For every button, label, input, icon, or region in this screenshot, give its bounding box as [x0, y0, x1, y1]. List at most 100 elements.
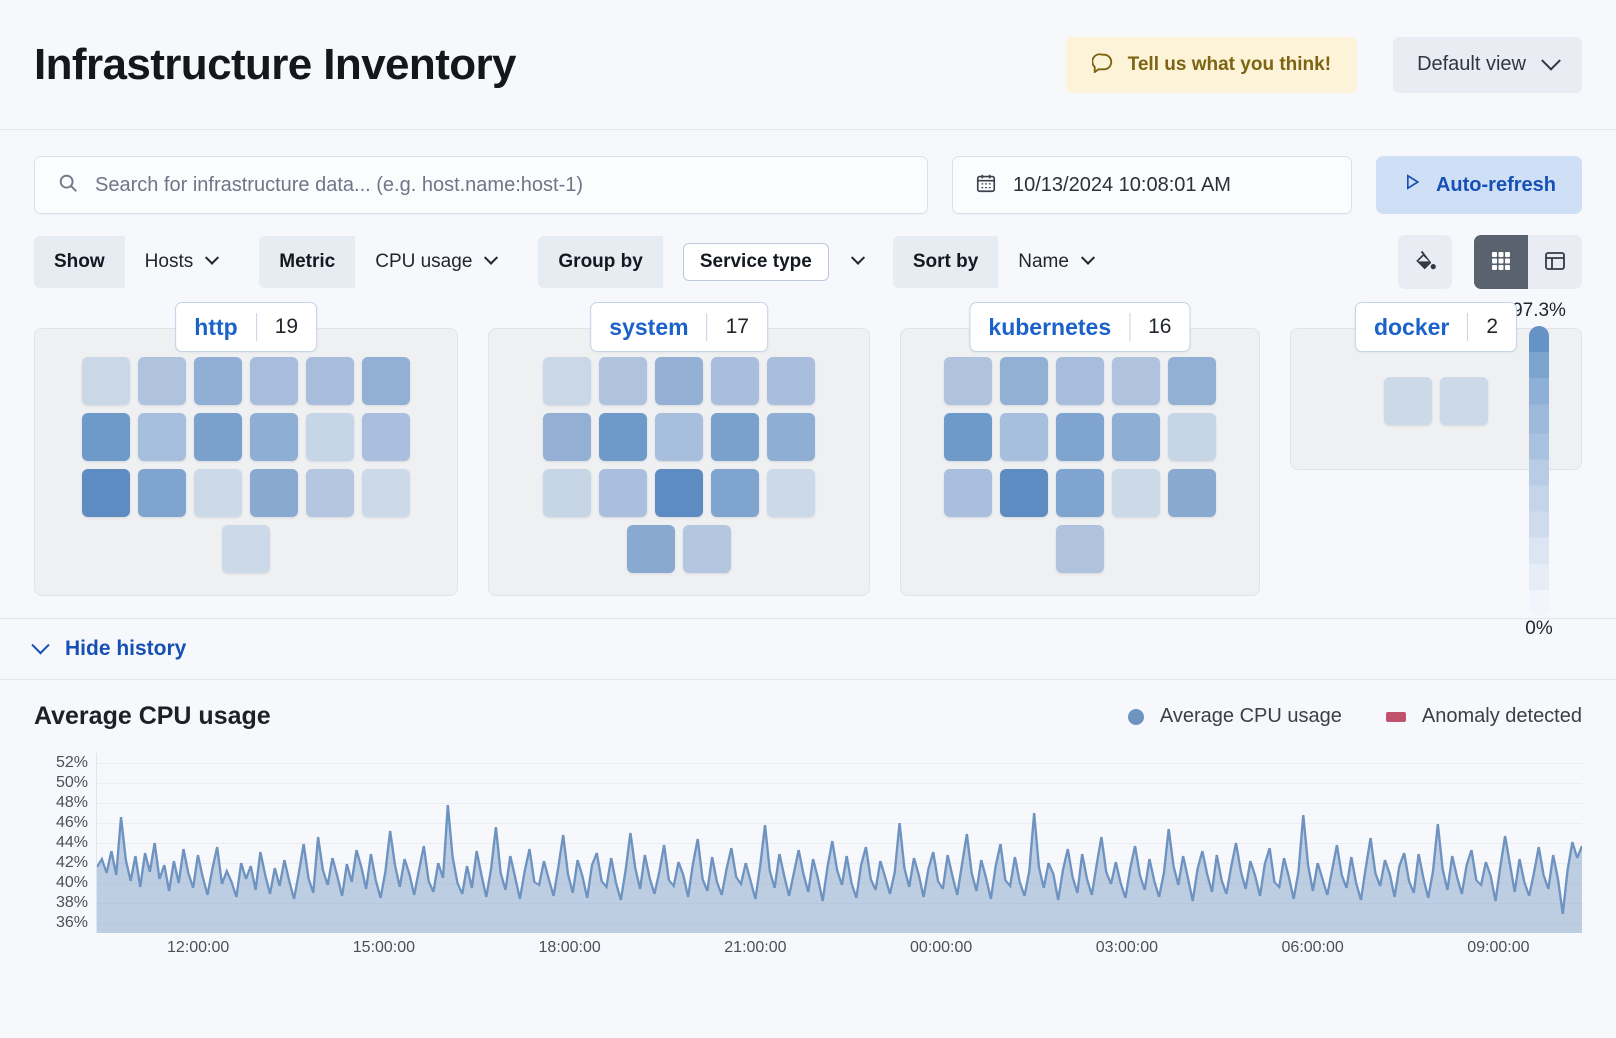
- host-tile[interactable]: [306, 469, 355, 517]
- grid-line: [97, 863, 1582, 864]
- history-chart-section: Average CPU usage Average CPU usage Anom…: [0, 680, 1616, 969]
- host-tile[interactable]: [767, 413, 816, 461]
- group-badge[interactable]: http 19: [175, 302, 318, 352]
- host-tile[interactable]: [711, 413, 760, 461]
- group-badge[interactable]: system 17: [590, 302, 768, 352]
- host-tile[interactable]: [250, 413, 299, 461]
- host-tile[interactable]: [138, 357, 187, 405]
- host-tile[interactable]: [306, 357, 355, 405]
- grid-line: [97, 783, 1582, 784]
- group-tiles: [1317, 377, 1555, 425]
- chart-area-series: [97, 804, 1582, 933]
- host-tile[interactable]: [362, 357, 411, 405]
- host-tile[interactable]: [82, 357, 131, 405]
- host-tile[interactable]: [599, 469, 648, 517]
- grid-view-button[interactable]: [1474, 235, 1528, 289]
- host-tile[interactable]: [1055, 357, 1104, 405]
- host-tile[interactable]: [767, 357, 816, 405]
- host-tile[interactable]: [543, 413, 592, 461]
- host-tile[interactable]: [1167, 469, 1216, 517]
- group-badge[interactable]: kubernetes 16: [969, 302, 1191, 352]
- host-tile[interactable]: [1111, 469, 1160, 517]
- host-tile[interactable]: [999, 469, 1048, 517]
- host-tile[interactable]: [306, 413, 355, 461]
- view-toggles: [1398, 235, 1582, 289]
- search-placeholder: Search for infrastructure data... (e.g. …: [95, 173, 584, 196]
- auto-refresh-button[interactable]: Auto-refresh: [1375, 156, 1582, 214]
- host-tile[interactable]: [1055, 469, 1104, 517]
- y-axis-tick: 48%: [55, 794, 88, 811]
- x-axis-tick: 09:00:00: [1467, 939, 1530, 956]
- table-view-button[interactable]: [1528, 235, 1582, 289]
- host-tile[interactable]: [138, 469, 187, 517]
- x-axis-tick: 00:00:00: [910, 939, 973, 956]
- host-tile[interactable]: [599, 413, 648, 461]
- date-picker[interactable]: 10/13/2024 10:08:01 AM: [951, 156, 1352, 214]
- y-axis-tick: 44%: [55, 834, 88, 851]
- host-tile[interactable]: [1055, 525, 1104, 573]
- host-tile[interactable]: [711, 357, 760, 405]
- filter-show-value[interactable]: Hosts: [125, 236, 238, 288]
- host-tile[interactable]: [943, 413, 992, 461]
- inventory-groups: http 19 system 17: [34, 302, 1582, 596]
- host-tile[interactable]: [82, 469, 131, 517]
- host-tile[interactable]: [1111, 413, 1160, 461]
- host-tile[interactable]: [711, 469, 760, 517]
- host-tile[interactable]: [1111, 357, 1160, 405]
- default-view-selector[interactable]: Default view: [1393, 36, 1582, 93]
- filter-sort-by-value[interactable]: Name: [998, 236, 1113, 288]
- chevron-down-icon: [31, 635, 50, 654]
- host-tile[interactable]: [82, 413, 131, 461]
- grid-line: [97, 843, 1582, 844]
- host-tile[interactable]: [138, 413, 187, 461]
- chart-plot-area[interactable]: [96, 753, 1582, 933]
- filter-metric-label: Metric: [259, 236, 356, 288]
- host-tile[interactable]: [250, 357, 299, 405]
- host-tile[interactable]: [683, 525, 732, 573]
- host-tile[interactable]: [194, 413, 243, 461]
- legend-max-value: 97.3%: [1512, 300, 1566, 321]
- host-tile[interactable]: [999, 357, 1048, 405]
- chevron-down-icon: [1541, 50, 1561, 71]
- host-tile[interactable]: [362, 469, 411, 517]
- host-tile[interactable]: [194, 469, 243, 517]
- host-tile[interactable]: [655, 413, 704, 461]
- host-tile[interactable]: [543, 469, 592, 517]
- group-name: system: [609, 313, 689, 340]
- host-tile[interactable]: [655, 469, 704, 517]
- feedback-button[interactable]: Tell us what you think!: [1065, 36, 1358, 93]
- host-tile[interactable]: [999, 413, 1048, 461]
- group-tiles: [515, 357, 843, 573]
- auto-refresh-label: Auto-refresh: [1435, 173, 1556, 196]
- host-tile[interactable]: [627, 525, 676, 573]
- filter-metric-value-text: CPU usage: [375, 251, 473, 272]
- host-tile[interactable]: [599, 357, 648, 405]
- host-tile[interactable]: [943, 357, 992, 405]
- host-tile[interactable]: [1440, 377, 1488, 425]
- host-tile[interactable]: [1384, 377, 1432, 425]
- host-tile[interactable]: [1167, 413, 1216, 461]
- host-tile[interactable]: [362, 413, 411, 461]
- host-tile[interactable]: [767, 469, 816, 517]
- filter-sort-by-value-text: Name: [1018, 251, 1069, 272]
- host-tile[interactable]: [194, 357, 243, 405]
- host-tile[interactable]: [943, 469, 992, 517]
- toolbar: Search for infrastructure data... (e.g. …: [0, 130, 1616, 289]
- search-input[interactable]: Search for infrastructure data... (e.g. …: [34, 156, 928, 214]
- group-badge[interactable]: docker 2: [1354, 302, 1518, 352]
- host-tile[interactable]: [250, 469, 299, 517]
- hide-history-button[interactable]: Hide history: [31, 635, 186, 661]
- host-tile[interactable]: [222, 525, 271, 573]
- color-fill-button[interactable]: [1398, 235, 1452, 289]
- default-view-label: Default view: [1417, 53, 1526, 75]
- group-tiles: [61, 357, 431, 573]
- filter-metric-value[interactable]: CPU usage: [355, 236, 516, 288]
- filter-group-by-value[interactable]: Service type: [663, 236, 871, 288]
- host-tile[interactable]: [543, 357, 592, 405]
- filter-show-value-text: Hosts: [144, 251, 194, 272]
- host-tile[interactable]: [655, 357, 704, 405]
- host-tile[interactable]: [1055, 413, 1104, 461]
- host-tile[interactable]: [1167, 357, 1216, 405]
